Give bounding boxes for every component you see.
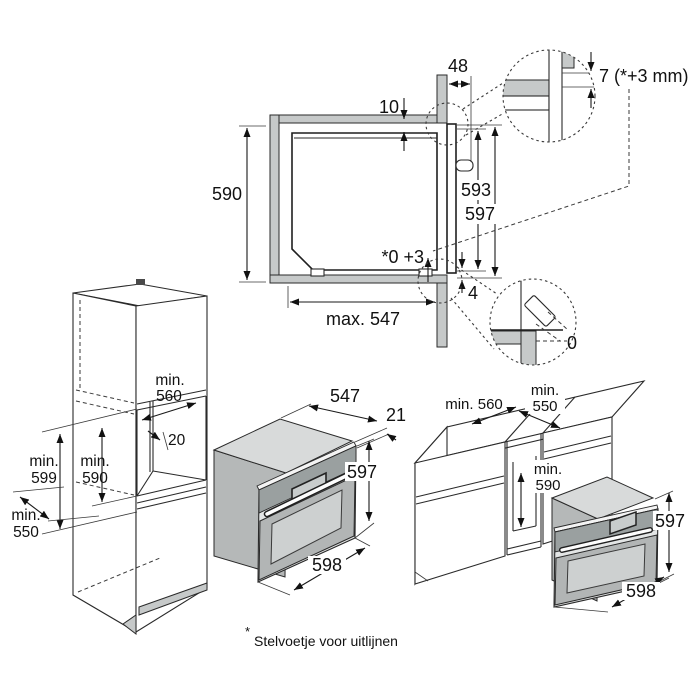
dim-tall-height-outer: min. 599 [29, 434, 64, 529]
dim-label-0plus3: *0 +3 [381, 247, 424, 267]
dim-top-gap: 10 [379, 97, 408, 151]
dim-base-depth: min. 560 [442, 395, 517, 425]
dim-label-590-base: 590 [535, 477, 560, 494]
dim-label-590-tall: 590 [82, 470, 108, 487]
dim-label-min560: min. 560 [445, 396, 503, 413]
label-base-min-590: min. [534, 461, 562, 478]
dim-tall-back-gap: 20 [147, 430, 186, 451]
oven-handle-section [455, 159, 474, 172]
detail-marker-top [425, 102, 469, 146]
dim-label-590: 590 [212, 184, 242, 204]
tall-cabinet-plinth-corner [122, 614, 137, 636]
footnote-text: Stelvoetje voor uitlijnen [254, 633, 398, 649]
oven-door-glass [270, 489, 343, 565]
dim-oven-heights: 593 597 [457, 124, 502, 279]
detail-circle-bottom: 0 [489, 278, 577, 366]
dim-label-21: 21 [386, 405, 406, 425]
cabinet-front-rail-bottom [436, 282, 448, 348]
dim-base-niche-height: min. 590 [517, 460, 567, 527]
niche-shelf [269, 274, 448, 284]
dim-base-oven-width: 598 [553, 576, 670, 613]
dim-oven-height: 597 [345, 438, 380, 539]
section-view: 590 10 48 593 597 [212, 49, 689, 366]
dim-niche-height: 590 [212, 125, 266, 283]
dim-label-48: 48 [448, 56, 468, 76]
base-cabinet-drawing: min. 560 min. 550 min. 590 [413, 380, 688, 613]
dim-tall-height-inner: min. 590 [80, 428, 110, 502]
cabinet-front-rail-top [436, 74, 448, 124]
detail-label-7mm: 7 (*+3 mm) [599, 66, 689, 86]
dim-label-max547: max. 547 [326, 309, 400, 329]
dim-label-547: 547 [330, 386, 360, 406]
dim-tall-depth: min. 550 [11, 486, 100, 541]
niche-back-panel [269, 114, 280, 284]
niche-top-panel [269, 114, 448, 124]
label-base-min-550: min. [531, 382, 559, 399]
dim-label-597-oven: 597 [347, 462, 377, 482]
detail-label-0: 0 [567, 333, 577, 353]
base-oven-door-glass [566, 543, 646, 594]
tall-cabinet-drawing: min. 560 20 min. 599 min. 590 [11, 279, 208, 636]
footnote: * Stelvoetje voor uitlijnen [245, 624, 398, 649]
dim-tall-niche-width: min. 560 [141, 372, 197, 421]
detail-marker-bottom [417, 258, 463, 304]
dim-label-560: 560 [156, 388, 182, 405]
oven-handle [263, 471, 352, 518]
dim-base-oven-height: 597 [653, 490, 688, 584]
dim-oven-depth: 547 [280, 386, 378, 423]
footnote-reference-line [432, 89, 630, 252]
label-min-590: min. [80, 453, 109, 470]
base-oven-top-face [550, 476, 655, 520]
dim-label-597-base: 597 [655, 511, 685, 531]
dim-front-offset: 48 [448, 56, 472, 162]
tall-cabinet-front-face [135, 295, 208, 633]
base-oven-handle [559, 527, 653, 553]
label-min-550: min. [11, 507, 40, 524]
base-oven-display [609, 510, 637, 536]
oven-body-section [291, 132, 438, 271]
oven-foot-right [418, 268, 433, 277]
dim-base-niche-width: min. 550 [518, 381, 565, 429]
dim-label-550: 550 [13, 524, 39, 541]
dim-foot-adjust: *0 +3 [381, 247, 432, 282]
dim-label-598-base: 598 [626, 581, 656, 601]
dim-oven-width: 598 [257, 537, 371, 596]
tall-cabinet-niche [136, 389, 207, 510]
dim-label-20: 20 [168, 432, 186, 449]
oven-top-face [212, 418, 354, 474]
label-min-599: min. [29, 453, 58, 470]
dim-label-550-base: 550 [532, 398, 557, 415]
label-min-width: min. [155, 372, 184, 389]
dim-label-598-oven: 598 [312, 555, 342, 575]
tall-cabinet-top-tab [136, 279, 145, 285]
dim-label-593: 593 [461, 180, 491, 200]
built-in-oven-drawing: 547 21 597 598 [212, 386, 406, 596]
dim-max-depth: max. 547 [287, 286, 435, 329]
footnote-marker: * [245, 624, 250, 639]
oven-front-panel-section [446, 123, 457, 274]
dim-label-10: 10 [379, 97, 399, 117]
oven-foot-left [310, 268, 325, 277]
base-left-unit-front [414, 441, 506, 585]
tall-cabinet-plinth [138, 582, 208, 616]
dim-label-599: 599 [31, 470, 57, 487]
adjustable-foot [524, 295, 556, 327]
dim-label-597: 597 [465, 204, 495, 224]
detail-circle-top: 7 (*+3 mm) [502, 49, 689, 143]
dim-oven-panel-depth: 21 [354, 405, 406, 449]
dim-label-4: 4 [468, 283, 478, 303]
